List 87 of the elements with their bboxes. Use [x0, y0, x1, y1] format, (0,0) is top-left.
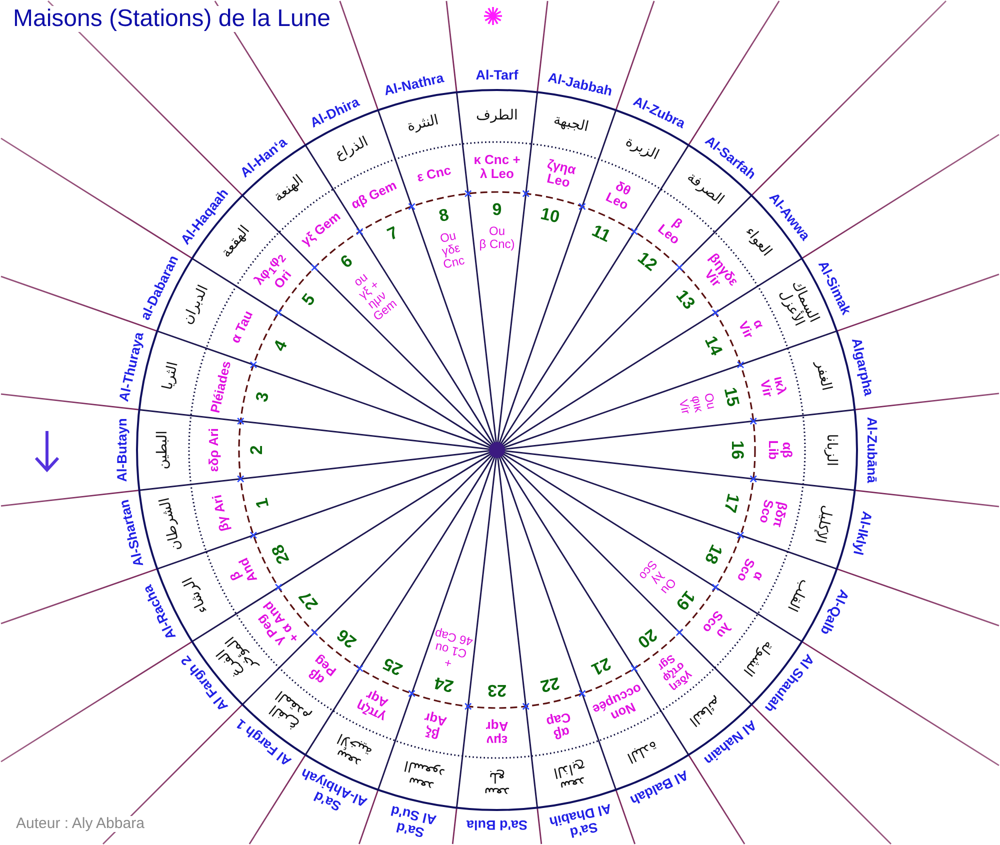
arabic-name: سعد الأخبية — [333, 729, 376, 772]
mansion-name: Sa'd Al Su'd — [388, 803, 438, 842]
arabic-name: الزبرة — [622, 134, 661, 164]
arabic-name: القلب — [784, 576, 812, 614]
arabic-name: الرشاء — [180, 574, 212, 616]
star-designation: α Sco — [734, 556, 768, 586]
mansion-number: 9 — [492, 200, 502, 220]
arabic-name: الغفر — [812, 360, 834, 392]
mansion-number: 13 — [672, 287, 698, 314]
arabic-name: البلدة — [624, 737, 660, 765]
star-designation: ικλ Vir — [757, 375, 789, 399]
mansion-number: 15 — [720, 385, 742, 408]
mansion-number: 20 — [633, 624, 660, 651]
arabic-name: الذراع — [333, 134, 371, 164]
mansion-name: Al-Zubānā — [864, 417, 878, 483]
mansion-number: 3 — [253, 390, 273, 404]
arabic-name: سعد بلع — [484, 768, 510, 800]
arabic-name: سعد السعود — [402, 756, 446, 795]
mansion-number: 2 — [248, 445, 266, 455]
star-designation: εμν Aqr — [486, 718, 508, 748]
arabic-name: السماك الأعزل — [775, 278, 822, 331]
mansion-name: Al-Shartan — [118, 498, 148, 568]
mansion-number: 4 — [270, 338, 292, 354]
mansion-number: 17 — [720, 492, 742, 515]
mansion-number: 23 — [488, 680, 506, 700]
mansion-number: 27 — [296, 586, 322, 613]
mansion-number: 26 — [334, 624, 360, 651]
mansion-number: 21 — [588, 654, 614, 679]
alternate-stars-note: + C1 ou 46 Cap — [432, 627, 474, 674]
mansion-number: 7 — [384, 223, 402, 244]
mansion-number: 14 — [700, 333, 726, 358]
mansion-number: 28 — [268, 542, 294, 567]
arabic-name: الشرطان — [158, 496, 185, 552]
star-designation: Pléiades — [208, 360, 234, 414]
alternate-stars-note: Ou β Cnc) — [479, 224, 515, 251]
mansion-name: Al-Jabbah — [546, 71, 614, 100]
arabic-name: البطين — [155, 430, 171, 470]
alternate-stars-note: Ou φικ Vir — [676, 392, 718, 417]
mansion-number: 8 — [436, 206, 450, 226]
mansion-name: Al-Iklyl — [850, 510, 874, 556]
star-designation: β And — [226, 555, 260, 587]
star-designation: αβ Lib — [766, 440, 794, 460]
star-designation: ζγηα Leo — [544, 157, 578, 191]
mansion-name: Al-Nathra — [382, 72, 446, 100]
star-designation: β Leo — [656, 213, 687, 247]
arabic-name: سعد الذابح — [552, 757, 588, 794]
mansion-name: Al-Butayn — [116, 418, 130, 482]
mansion-number: 12 — [633, 249, 660, 276]
author-credit: Auteur : Aly Abbara — [14, 816, 146, 832]
star-designation: α Tau — [228, 308, 256, 346]
star-designation: αβ Gem — [349, 178, 400, 212]
arabic-name: النعائم — [686, 694, 724, 728]
arabic-name: الجبهة — [552, 113, 590, 136]
mansion-name: Algarpha — [848, 336, 876, 397]
star-designation: αβ Peg — [304, 652, 339, 690]
star-designation: γπζη Aqr — [354, 686, 392, 724]
arabic-name: الثريا — [160, 360, 182, 392]
arabic-name: الإكليل — [811, 504, 834, 544]
star-designation: βδπ Sco — [756, 497, 790, 529]
star-designation: βγ Ari — [210, 493, 232, 533]
mansion-number: 18 — [700, 542, 726, 567]
alternate-stars-note: Ou γδε Cnc — [438, 228, 466, 271]
mansion-number: 5 — [299, 290, 320, 310]
mansion-number: 16 — [728, 440, 746, 460]
star-designation: αβ Cap — [544, 709, 574, 742]
mansion-number: 22 — [539, 672, 562, 696]
mansion-number: 10 — [539, 204, 562, 228]
star-designation: εδρ Ari — [206, 428, 222, 472]
star-designation: κ Cnc + λ Leo — [474, 152, 520, 182]
arabic-name: الدبران — [180, 283, 212, 327]
mansion-name: Al-Tarf — [476, 68, 518, 84]
arabic-name: الفرغ المؤخر — [214, 633, 260, 680]
arabic-name: الزبانا — [823, 434, 839, 466]
star-designation: βξ Aqr — [422, 710, 448, 742]
mansion-name: Sa'd Al Dhabih — [548, 801, 614, 843]
star-designation: ε Cnc — [416, 163, 452, 185]
mansion-number: 1 — [253, 496, 273, 510]
mansion-number: 25 — [380, 654, 406, 679]
arabic-name: الطرف — [476, 108, 518, 124]
star-designation: δθ Leo — [603, 177, 634, 213]
mansion-number: 24 — [432, 672, 455, 696]
mansion-number: 11 — [589, 222, 614, 246]
star-designation: λυ Sco — [700, 608, 736, 644]
star-designation: α Vir — [736, 316, 768, 341]
star-designation: γξ Gem — [298, 209, 343, 248]
arabic-name: النثرة — [406, 114, 440, 136]
mansion-name: Sa'd Bula — [466, 816, 528, 832]
